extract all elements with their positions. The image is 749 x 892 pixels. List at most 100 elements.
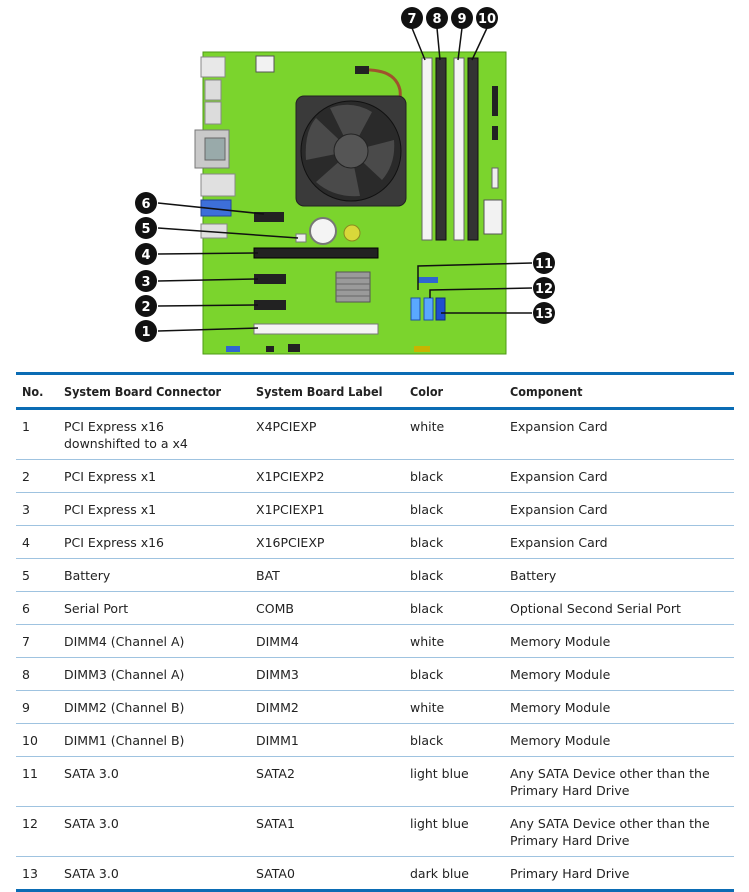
row-number: 5 bbox=[16, 558, 58, 592]
header-component: Component bbox=[510, 384, 583, 399]
row-component: Memory Module bbox=[504, 690, 734, 724]
row-number: 7 bbox=[16, 624, 58, 658]
row-label: X4PCIEXP bbox=[250, 408, 404, 460]
header-no: No. bbox=[22, 384, 44, 399]
callout-label: 12 bbox=[535, 282, 553, 297]
row-connector: Serial Port bbox=[58, 591, 250, 625]
pcie-x1-slot-1 bbox=[254, 274, 286, 284]
connector-table-container: No. System Board Connector System Board … bbox=[16, 372, 734, 892]
row-label: DIMM1 bbox=[250, 723, 404, 757]
row-component: Expansion Card bbox=[504, 408, 734, 460]
row-component: Expansion Card bbox=[504, 459, 734, 493]
callout-label: 10 bbox=[478, 12, 496, 27]
row-color: light blue bbox=[404, 806, 504, 857]
callout-label: 2 bbox=[141, 300, 150, 315]
row-number: 3 bbox=[16, 492, 58, 526]
header-label: System Board Label bbox=[256, 384, 383, 399]
callout-label: 3 bbox=[141, 275, 150, 290]
row-number: 10 bbox=[16, 723, 58, 757]
header-connector: System Board Connector bbox=[64, 384, 222, 399]
row-label: X1PCIEXP1 bbox=[250, 492, 404, 526]
row-component: Any SATA Device other than the Primary H… bbox=[504, 756, 734, 807]
row-number: 11 bbox=[16, 756, 58, 807]
callout-label: 6 bbox=[141, 197, 150, 212]
row-color: black bbox=[404, 657, 504, 691]
row-number: 8 bbox=[16, 657, 58, 691]
callout-6: 6 bbox=[135, 192, 157, 214]
pcie-x4-slot bbox=[253, 323, 379, 335]
row-component: Memory Module bbox=[504, 624, 734, 658]
row-label: DIMM3 bbox=[250, 657, 404, 691]
row-label: BAT bbox=[250, 558, 404, 592]
row-number: 4 bbox=[16, 525, 58, 559]
row-label: SATA1 bbox=[250, 806, 404, 857]
callout-label: 7 bbox=[407, 12, 416, 27]
row-connector: DIMM4 (Channel A) bbox=[58, 624, 250, 658]
row-color: white bbox=[404, 408, 504, 460]
row-label: DIMM4 bbox=[250, 624, 404, 658]
row-component: Battery bbox=[504, 558, 734, 592]
callout-4: 4 bbox=[135, 243, 157, 265]
row-label: SATA2 bbox=[250, 756, 404, 807]
sata-header-top bbox=[418, 277, 438, 283]
callout-label: 9 bbox=[457, 12, 466, 27]
pcie-x1-slot-2 bbox=[254, 300, 286, 310]
callout-11: 11 bbox=[533, 252, 555, 274]
serial-header bbox=[254, 212, 284, 222]
row-connector: PCI Express x16 downshifted to a x4 bbox=[58, 408, 250, 460]
row-connector: DIMM1 (Channel B) bbox=[58, 723, 250, 757]
row-connector: SATA 3.0 bbox=[58, 856, 250, 892]
callout-label: 5 bbox=[141, 222, 150, 237]
row-color: white bbox=[404, 690, 504, 724]
callout-label: 4 bbox=[141, 248, 150, 263]
row-number: 9 bbox=[16, 690, 58, 724]
row-label: X1PCIEXP2 bbox=[250, 459, 404, 493]
row-connector: SATA 3.0 bbox=[58, 806, 250, 857]
row-connector: PCI Express x1 bbox=[58, 459, 250, 493]
chipset-heatsink bbox=[335, 271, 371, 303]
row-color: black bbox=[404, 525, 504, 559]
battery bbox=[309, 217, 337, 245]
row-component: Expansion Card bbox=[504, 492, 734, 526]
callout-3: 3 bbox=[135, 270, 157, 292]
callout-7: 7 bbox=[401, 7, 423, 29]
callout-13: 13 bbox=[533, 302, 555, 324]
row-color: black bbox=[404, 723, 504, 757]
row-color: light blue bbox=[404, 756, 504, 807]
row-connector: PCI Express x1 bbox=[58, 492, 250, 526]
row-number: 1 bbox=[16, 408, 58, 460]
callout-label: 1 bbox=[141, 325, 150, 340]
sata-ports bbox=[410, 297, 421, 321]
table-header-row: No. System Board Connector System Board … bbox=[16, 373, 734, 409]
header-pins bbox=[492, 86, 498, 116]
row-component: Memory Module bbox=[504, 657, 734, 691]
row-connector: PCI Express x16 bbox=[58, 525, 250, 559]
header-color: Color bbox=[410, 384, 444, 399]
callout-1: 1 bbox=[135, 320, 157, 342]
rear-io-ports bbox=[194, 56, 236, 239]
row-component: Any SATA Device other than the Primary H… bbox=[504, 806, 734, 857]
row-component: Optional Second Serial Port bbox=[504, 591, 734, 625]
callout-label: 13 bbox=[535, 307, 553, 322]
row-color: dark blue bbox=[404, 856, 504, 892]
row-color: black bbox=[404, 492, 504, 526]
callout-5: 5 bbox=[135, 217, 157, 239]
row-color: black bbox=[404, 459, 504, 493]
bottom-headers bbox=[226, 346, 240, 352]
row-label: X16PCIEXP bbox=[250, 525, 404, 559]
row-number: 12 bbox=[16, 806, 58, 857]
cpu-cooler bbox=[295, 95, 407, 207]
callout-label: 11 bbox=[535, 257, 553, 272]
